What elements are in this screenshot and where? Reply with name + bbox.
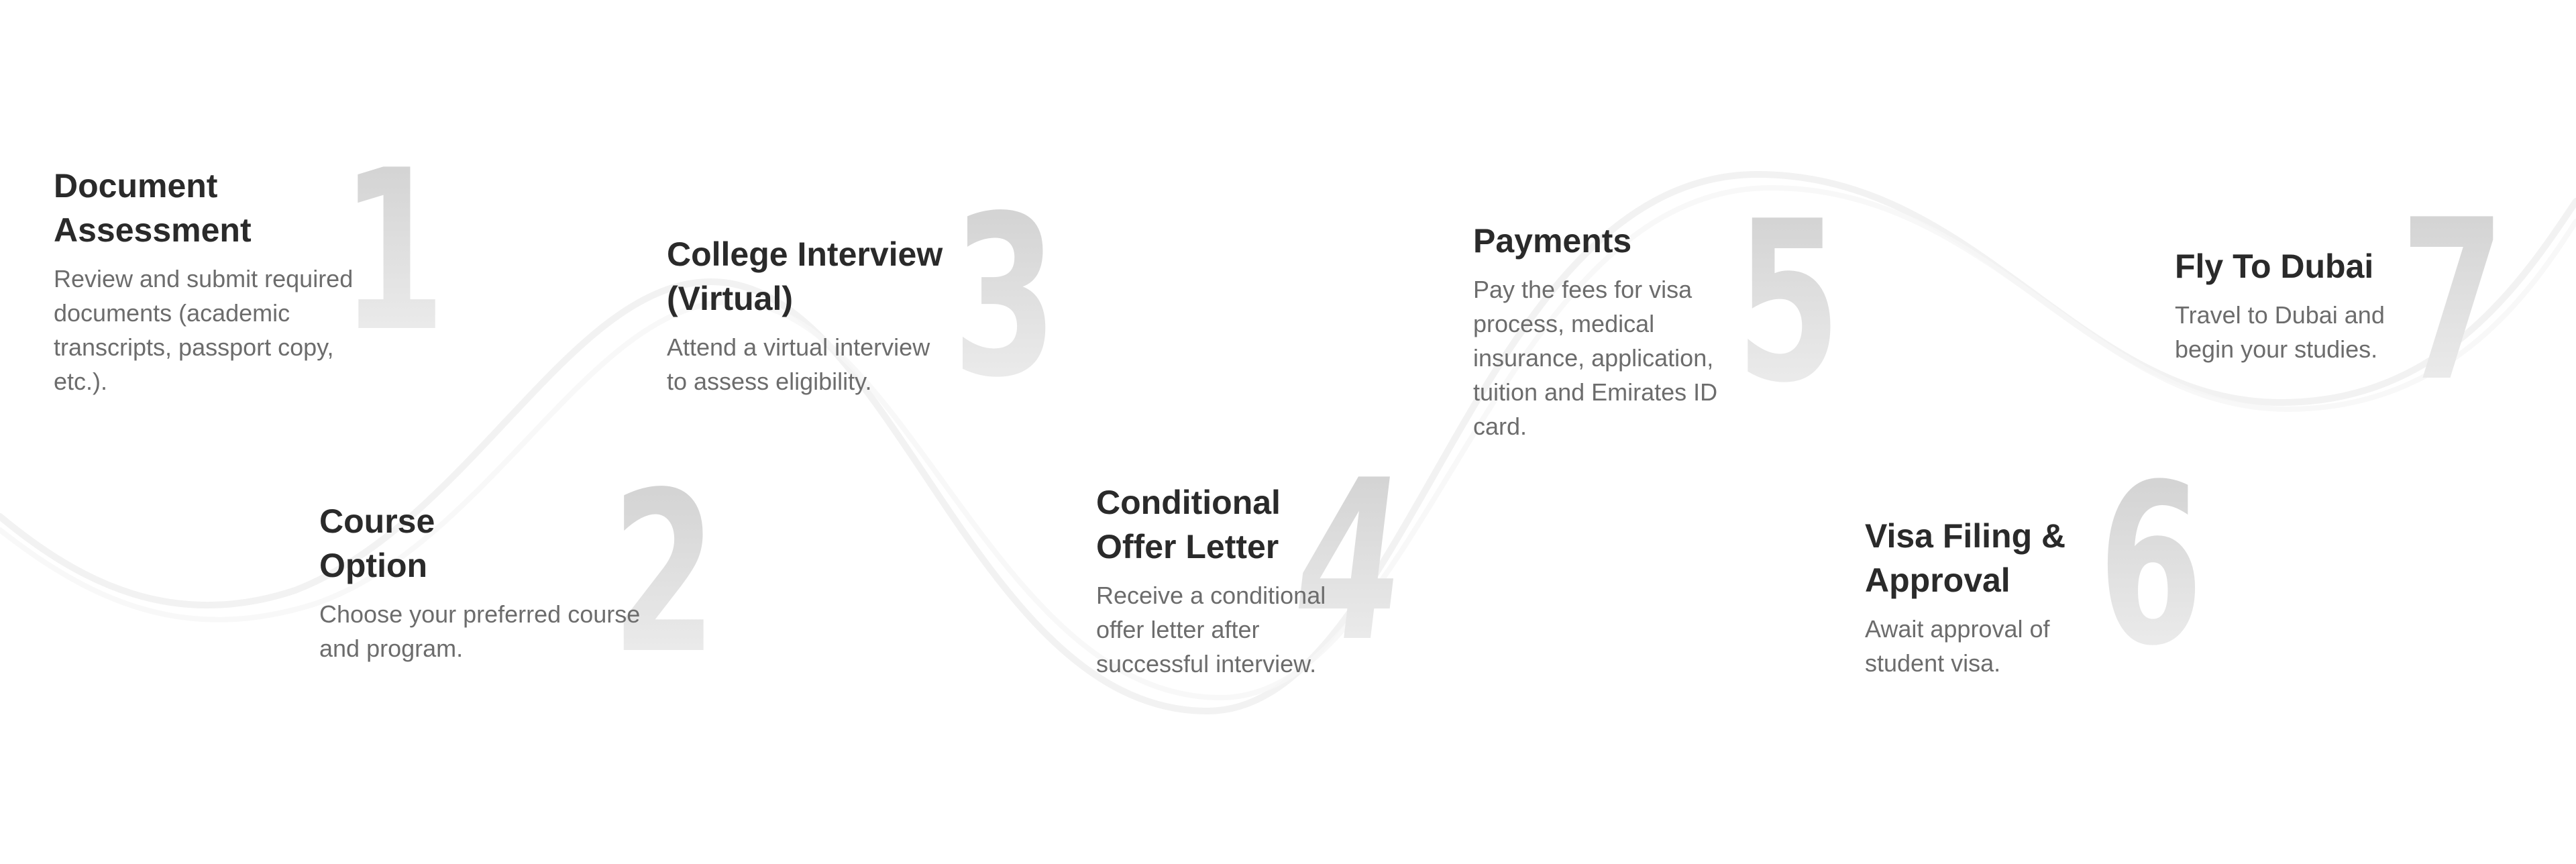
- step-1-title: Document Assessment: [54, 167, 252, 249]
- step-4-description: Receive a conditional offer letter after…: [1096, 582, 1326, 678]
- step-3-description: Attend a virtual interview to assess eli…: [667, 333, 930, 395]
- step-7-title: Fly To Dubai: [2175, 248, 2374, 285]
- step-5: Payments Pay the fees for visa process, …: [1473, 219, 1755, 443]
- step-number-2: 2: [612, 445, 717, 702]
- wave-line-front: [0, 184, 2576, 701]
- step-3: College Interview (Virtual) Attend a vir…: [667, 232, 975, 398]
- step-7: Fly To Dubai Travel to Dubai and begin y…: [2175, 244, 2416, 366]
- step-number-1: 1: [341, 123, 446, 380]
- step-number-6: 6: [2098, 437, 2204, 694]
- step-1: Document Assessment Review and submit re…: [54, 164, 402, 398]
- step-3-title: College Interview (Virtual): [667, 235, 943, 317]
- step-2: Course Option Choose your preferred cour…: [319, 499, 695, 665]
- wave-line-back: [0, 170, 2576, 715]
- step-number-3: 3: [953, 168, 1058, 426]
- step-6: Visa Filing & Approval Await approval of…: [1865, 514, 2133, 680]
- step-5-description: Pay the fees for visa process, medical i…: [1473, 276, 1718, 440]
- step-5-title: Payments: [1473, 222, 1632, 260]
- step-6-title: Visa Filing & Approval: [1865, 517, 2066, 599]
- step-2-description: Choose your preferred course and program…: [319, 600, 641, 662]
- step-number-5: 5: [1736, 174, 1841, 431]
- step-7-description: Travel to Dubai and begin your studies.: [2175, 301, 2385, 363]
- step-4-title: Conditional Offer Letter: [1096, 484, 1281, 565]
- step-2-title: Course Option: [319, 502, 435, 584]
- step-6-description: Await approval of student visa.: [1865, 615, 2050, 677]
- step-number-7: 7: [2400, 172, 2506, 430]
- step-1-description: Review and submit required documents (ac…: [54, 265, 354, 395]
- step-4: Conditional Offer Letter Receive a condi…: [1096, 480, 1364, 681]
